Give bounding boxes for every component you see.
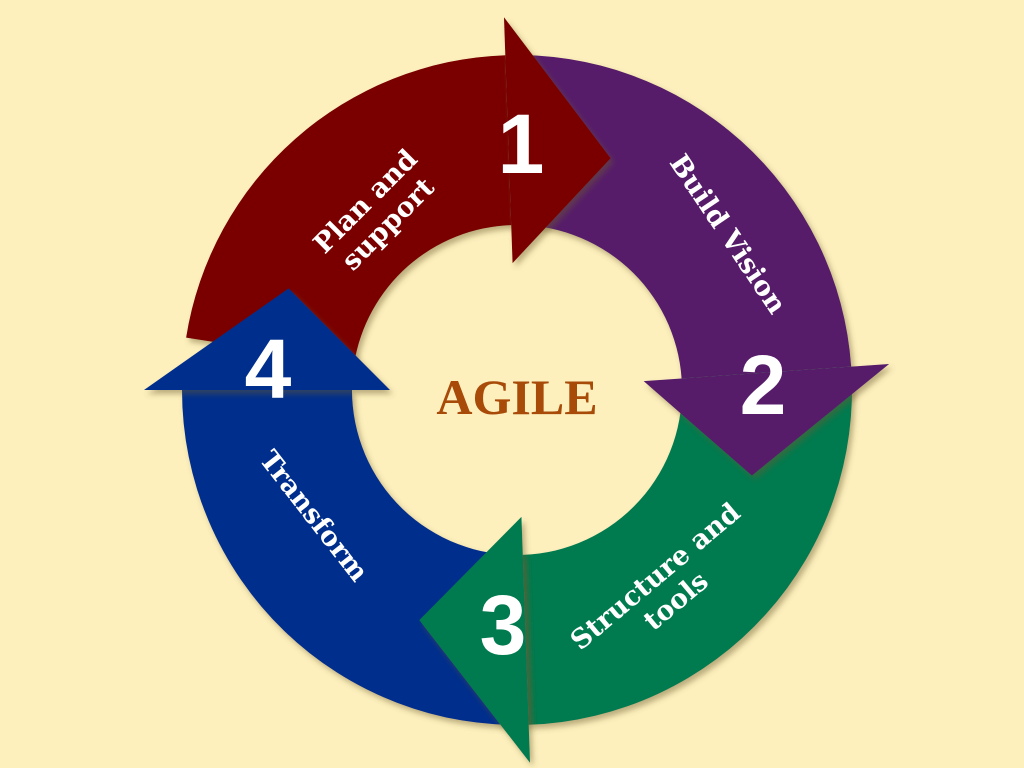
step-2-number: 2 — [740, 338, 787, 432]
step-1-arrow-head — [503, 17, 611, 264]
step-2-arrow-head — [643, 363, 890, 476]
step-1-number: 1 — [498, 97, 545, 191]
step-4-number: 4 — [245, 322, 292, 416]
step-3-number: 3 — [480, 578, 527, 672]
step-4-arrow-head — [144, 288, 390, 390]
center-title: AGILE — [436, 369, 597, 425]
step-3-arrow-head — [419, 516, 531, 763]
step-1-arrow-body — [186, 55, 512, 365]
